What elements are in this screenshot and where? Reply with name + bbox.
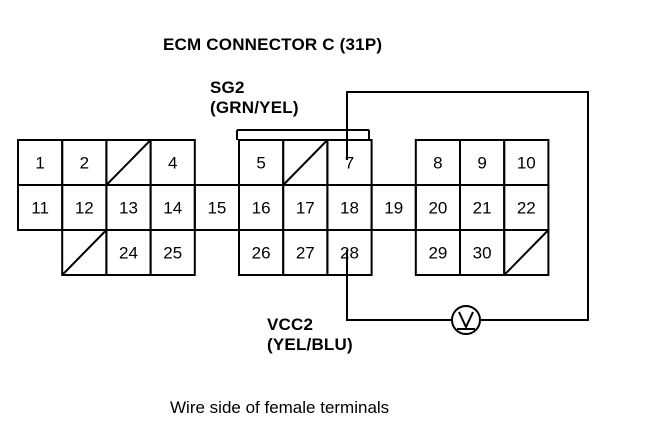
terminal-cell [503, 229, 550, 276]
terminal-number: 10 [517, 154, 536, 173]
terminal-number: 4 [168, 154, 177, 173]
unused-terminal-mark [504, 230, 549, 275]
sg2-wire-color: (GRN/YEL) [210, 98, 299, 117]
terminal-number: 14 [163, 199, 182, 218]
vcc2-probe-wire [346, 250, 453, 321]
terminal-number: 17 [296, 199, 315, 218]
sg2-label: SG2 [210, 78, 245, 97]
terminal-number: 18 [340, 199, 359, 218]
terminal-number: 2 [80, 154, 89, 173]
terminal-number: 7 [345, 154, 354, 173]
terminal-number: 5 [256, 154, 265, 173]
terminal-number: 19 [384, 199, 403, 218]
terminal-cell [149, 229, 196, 276]
unused-terminal-mark [62, 230, 107, 275]
terminal-number: 24 [119, 244, 138, 263]
terminal-number: 16 [252, 199, 271, 218]
diagram-title: ECM CONNECTOR C (31P) [163, 35, 383, 54]
terminal-number: 21 [473, 199, 492, 218]
terminal-number: 27 [296, 244, 315, 263]
terminal-number: 25 [163, 244, 182, 263]
terminal-number: 8 [433, 154, 442, 173]
terminal-number: 11 [31, 199, 49, 218]
terminal-number: 9 [477, 154, 486, 173]
terminal-number: 20 [428, 199, 447, 218]
diagram-caption: Wire side of female terminals [170, 398, 390, 417]
vcc2-wire-color: (YEL/BLU) [267, 335, 353, 354]
terminal-number: 30 [473, 244, 492, 263]
terminal-number: 28 [340, 244, 359, 263]
terminal-number: 1 [35, 154, 44, 173]
unused-terminal-mark [283, 140, 328, 185]
unused-terminal-mark [106, 140, 151, 185]
voltmeter-icon [451, 305, 481, 335]
vcc2-label: VCC2 [267, 315, 314, 334]
sg2-probe-wire [346, 91, 589, 321]
terminal-cell [326, 229, 373, 276]
terminal-number: 13 [119, 199, 138, 218]
terminal-number: 22 [517, 199, 536, 218]
terminal-number: 29 [428, 244, 447, 263]
terminal-number: 12 [75, 199, 94, 218]
terminal-number: 15 [207, 199, 226, 218]
terminal-number: 26 [252, 244, 271, 263]
